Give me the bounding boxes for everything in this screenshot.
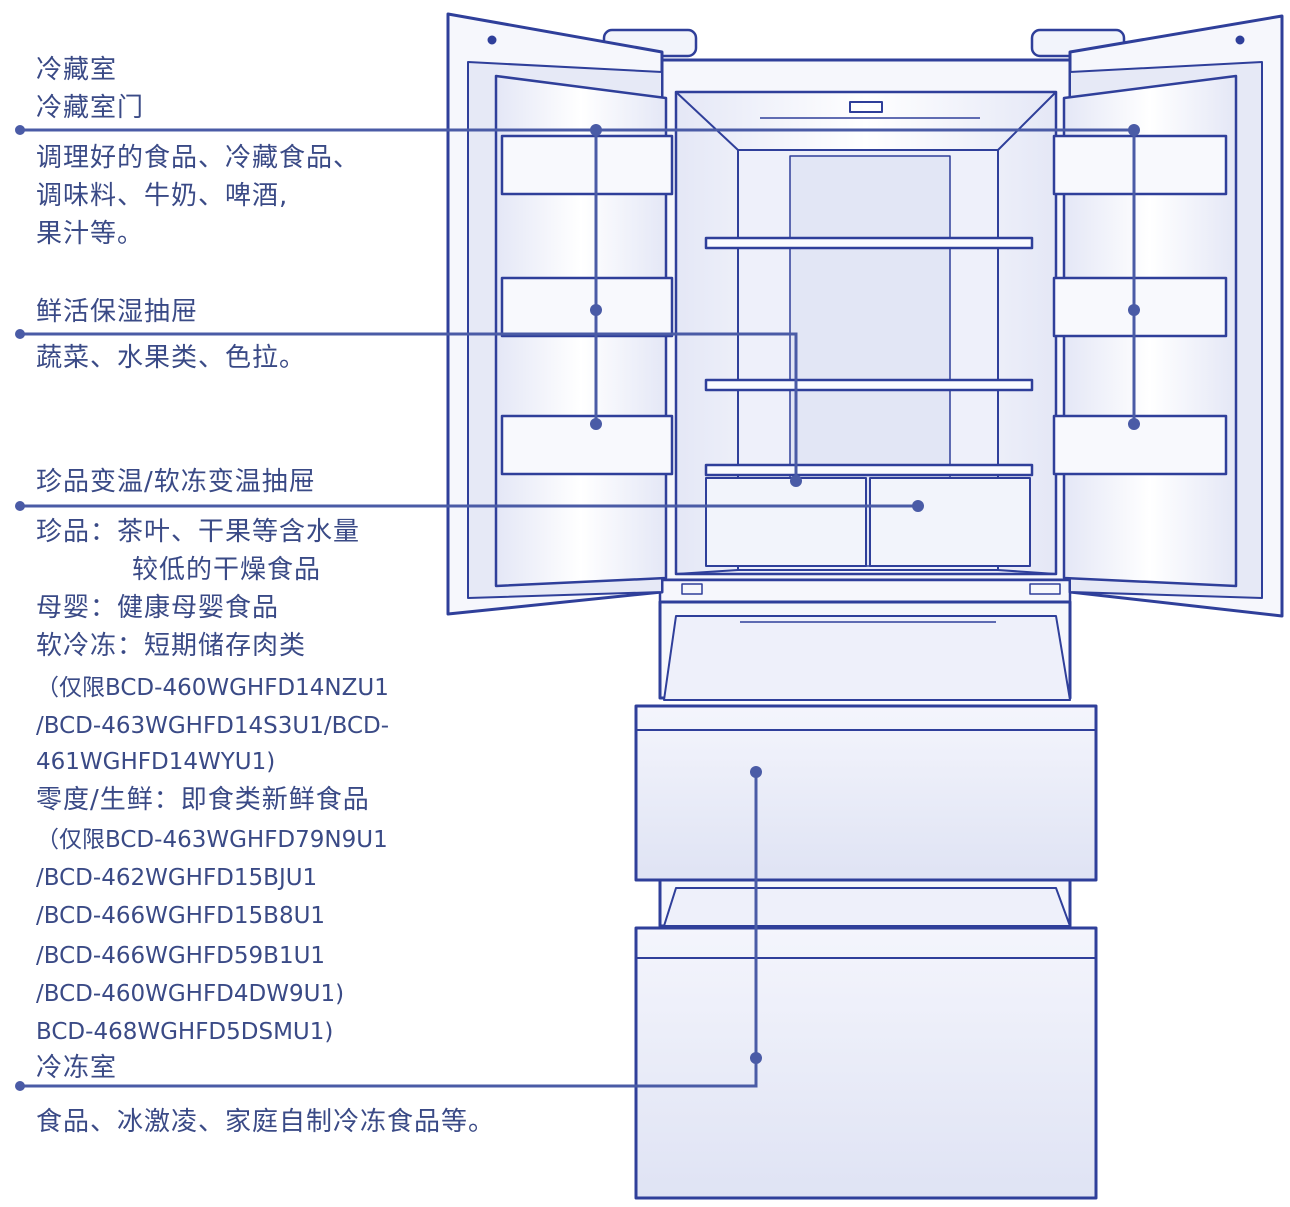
lower-drawers [634, 600, 1098, 1200]
model-line: /BCD-466WGHFD59B1U1 [36, 943, 326, 969]
leader-dots [15, 124, 1140, 1091]
variable-drawer-title: 珍品变温/软冻变温抽屉 [36, 467, 316, 497]
variable-desc-line: 零度/生鲜：即食类新鲜食品 [36, 785, 370, 815]
fridge-door-title: 冷藏室门 [36, 93, 145, 123]
model-line: 461WGHFD14WYU1) [36, 749, 276, 775]
model-line: /BCD-463WGHFD14S3U1/BCD- [36, 713, 390, 739]
model-line: /BCD-460WGHFD4DW9U1) [36, 981, 345, 1007]
freezer-desc: 食品、冰激凌、家庭自制冷冻食品等。 [36, 1107, 496, 1137]
model-line: （仅限BCD-463WGHFD79N9U1 [36, 827, 388, 853]
variable-desc-line: 软冷冻：短期储存肉类 [36, 631, 307, 661]
model-line: （仅限BCD-460WGHFD14NZU1 [36, 675, 389, 701]
leader-lines [20, 128, 1136, 1088]
model-line: /BCD-466WGHFD15B8U1 [36, 903, 326, 929]
variable-desc-line: 珍品：茶叶、干果等含水量 [36, 517, 361, 547]
left-door [446, 12, 674, 616]
crisper-title: 鲜活保湿抽屉 [36, 297, 199, 327]
variable-desc-line: 较低的干燥食品 [132, 555, 322, 585]
variable-desc-line: 母婴：健康母婴食品 [36, 593, 280, 623]
model-line: BCD-468WGHFD5DSMU1) [36, 1019, 334, 1045]
fridge-desc-line: 调理好的食品、冷藏食品、 [36, 143, 361, 173]
crisper-desc: 蔬菜、水果类、色拉。 [36, 343, 307, 373]
fridge-cabinet [602, 28, 1126, 604]
fridge-title: 冷藏室 [36, 55, 118, 85]
fridge-desc-line: 调味料、牛奶、啤酒, [36, 181, 289, 211]
right-door [1052, 14, 1284, 618]
freezer-title: 冷冻室 [36, 1053, 118, 1083]
fridge-desc-line: 果汁等。 [36, 219, 145, 249]
model-line: /BCD-462WGHFD15BJU1 [36, 865, 318, 891]
